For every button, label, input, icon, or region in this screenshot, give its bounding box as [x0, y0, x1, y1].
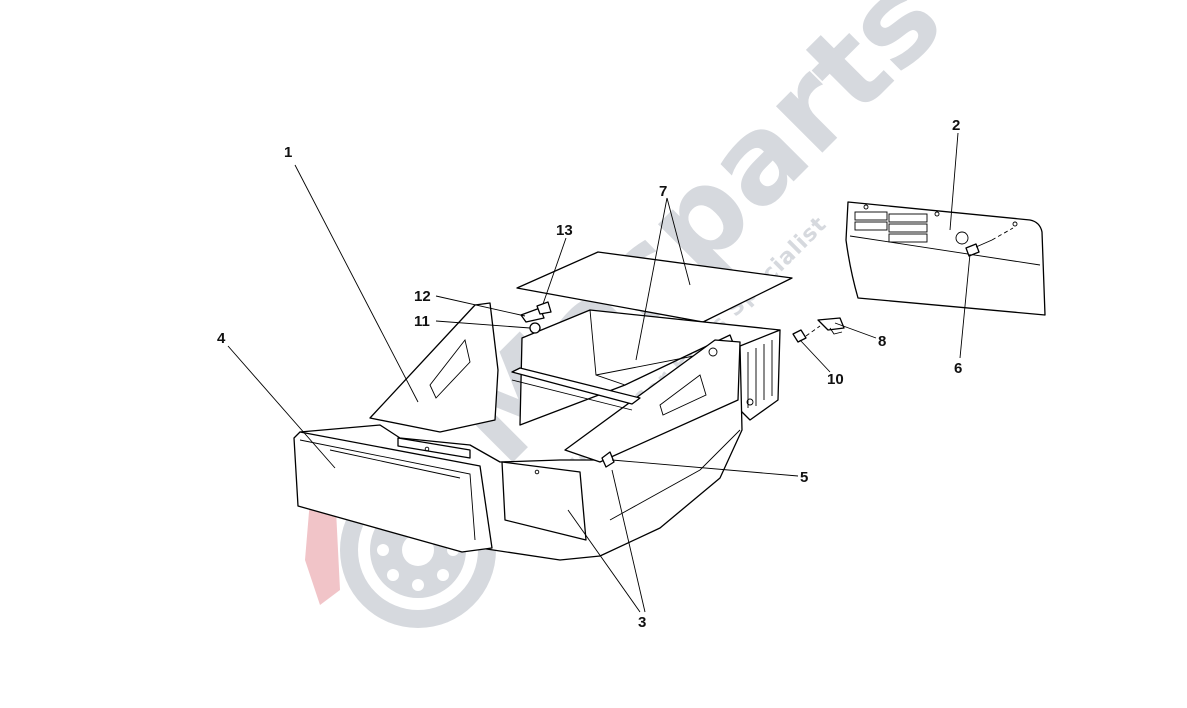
part-7-lid [516, 251, 793, 323]
callout-12: 12 [414, 288, 431, 305]
part-12-bracket [520, 307, 545, 323]
callout-1: 1 [284, 144, 292, 161]
callout-5: 5 [800, 469, 808, 486]
callout-2: 2 [952, 117, 960, 134]
part-2-rear-panel [845, 201, 1046, 316]
callout-10: 10 [827, 371, 844, 388]
callout-11: 11 [414, 313, 430, 330]
part-8-hinge [817, 317, 845, 335]
part-4-front-trim [293, 431, 493, 553]
part-13-fastener [536, 301, 552, 315]
callout-4: 4 [217, 330, 226, 347]
callout-13: 13 [556, 222, 573, 239]
part-10-screw [792, 325, 821, 343]
callout-6: 6 [954, 360, 962, 377]
leader-lines [227, 132, 971, 613]
part-3-front-panels [397, 437, 587, 541]
part-11-nut [529, 322, 541, 334]
part-6-bolt [965, 227, 1014, 257]
callouts: 1 2 3 4 5 6 7 8 10 11 12 13 [217, 117, 962, 631]
callout-8: 8 [878, 333, 886, 350]
part-5-clip [601, 451, 615, 468]
callout-3: 3 [638, 614, 646, 631]
callout-7: 7 [659, 183, 667, 200]
